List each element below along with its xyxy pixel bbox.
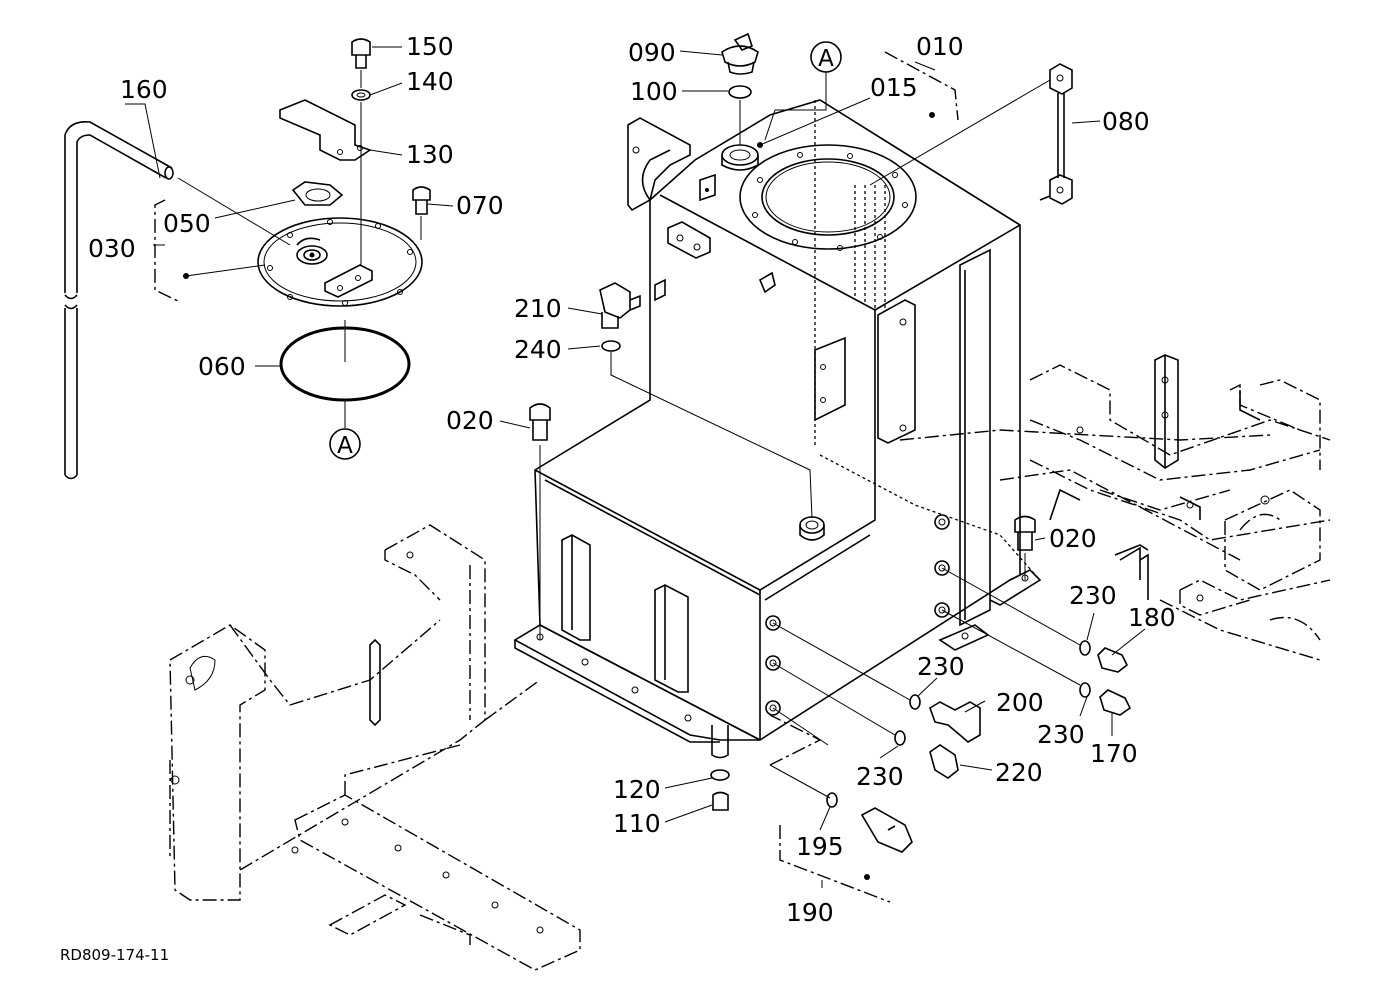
view-marker-a-bottom: A <box>329 428 361 460</box>
callout-090: 090 <box>628 38 676 67</box>
callout-020-right: 020 <box>1049 524 1097 553</box>
callout-150: 150 <box>406 32 454 61</box>
cover-assembly-drawing <box>62 38 431 480</box>
callout-190: 190 <box>786 898 834 927</box>
drawing-code: RD809-174-11 <box>60 946 169 964</box>
frame-bracket-drawing <box>169 524 581 971</box>
callout-100: 100 <box>630 77 678 106</box>
view-marker-a-top: A <box>818 46 834 72</box>
callout-130: 130 <box>406 140 454 169</box>
chassis-frame-drawing <box>899 354 1331 661</box>
callout-170: 170 <box>1090 739 1138 768</box>
callout-220: 220 <box>995 758 1043 787</box>
callout-180: 180 <box>1128 603 1176 632</box>
callout-230-d: 230 <box>856 762 904 791</box>
callout-230-a: 230 <box>1069 581 1117 610</box>
callout-195: 195 <box>796 832 844 861</box>
leader-lines <box>125 46 1146 888</box>
callout-070: 070 <box>456 191 504 220</box>
view-marker-a-top-label: A <box>818 46 834 72</box>
callout-080: 080 <box>1102 107 1150 136</box>
callout-200: 200 <box>996 688 1044 717</box>
view-marker-a-bottom-label: A <box>337 433 353 459</box>
callout-050: 050 <box>163 209 211 238</box>
sensor-parts-drawing <box>599 282 813 519</box>
callout-030: 030 <box>88 234 136 263</box>
callout-110: 110 <box>613 809 661 838</box>
callout-010: 010 <box>916 32 964 61</box>
callout-230-c: 230 <box>1037 720 1085 749</box>
callout-160: 160 <box>120 75 168 104</box>
callout-020-left: 020 <box>446 406 494 435</box>
hydraulic-tank-drawing <box>513 99 1042 766</box>
callout-labels: 150 140 130 160 070 050 030 060 090 100 … <box>88 32 1176 927</box>
callout-230-b: 230 <box>917 652 965 681</box>
fittings-drawing <box>529 403 1149 903</box>
callout-140: 140 <box>406 67 454 96</box>
callout-210: 210 <box>514 294 562 323</box>
callout-060: 060 <box>198 352 246 381</box>
callout-015: 015 <box>870 73 918 102</box>
callout-120: 120 <box>613 775 661 804</box>
callout-240: 240 <box>514 335 562 364</box>
filler-parts-drawing <box>721 32 1073 205</box>
